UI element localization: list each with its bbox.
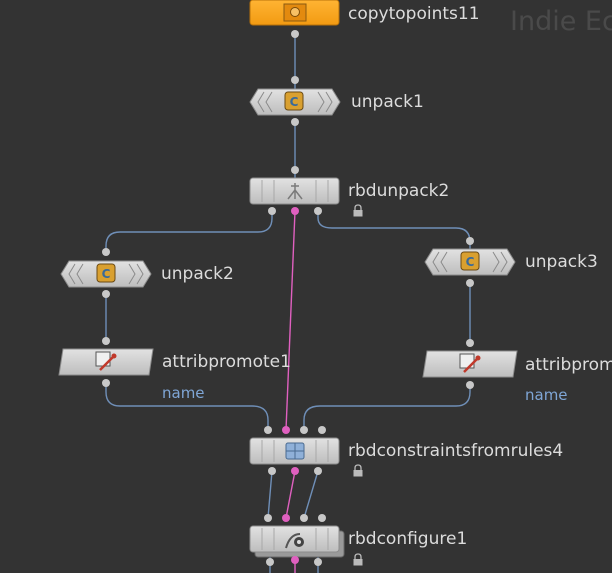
output-connector[interactable]	[314, 467, 322, 475]
node-sublabel-attribpromote1: name	[162, 384, 205, 402]
wire-constraints-configure-c	[303, 470, 319, 519]
wire-rbdunpack2-unpack3	[317, 211, 471, 252]
output-connector[interactable]	[466, 279, 474, 287]
node-unpack1[interactable]: C	[249, 88, 341, 116]
node-label-rbdunpack2: rbdunpack2	[348, 181, 450, 201]
wire-constraints-configure-b	[285, 470, 296, 519]
node-label-attribpromote2: attribpromo	[525, 355, 612, 375]
node-rbdunpack2[interactable]	[249, 177, 340, 205]
output-connector[interactable]	[268, 467, 276, 475]
input-connector[interactable]	[264, 426, 272, 434]
input-connector[interactable]	[291, 166, 299, 174]
input-connector-constraints[interactable]	[282, 426, 290, 434]
node-label-attribpromote1: attribpromote1	[162, 352, 291, 372]
input-connector[interactable]	[466, 339, 474, 347]
input-connector[interactable]	[102, 337, 110, 345]
input-connector[interactable]	[102, 248, 110, 256]
output-connector-constraints[interactable]	[291, 207, 299, 215]
lock-icon[interactable]	[352, 204, 364, 217]
output-connector[interactable]	[291, 30, 299, 38]
output-connector-constraints[interactable]	[291, 467, 299, 475]
node-label-rbdconfigure1: rbdconfigure1	[348, 529, 468, 549]
output-connector[interactable]	[268, 207, 276, 215]
output-connector[interactable]	[102, 290, 110, 298]
node-attribpromote1[interactable]	[58, 348, 154, 376]
rbd-unpack-icon	[287, 183, 303, 200]
node-sublabel-attribpromote2: name	[525, 386, 568, 404]
input-connector[interactable]	[300, 426, 308, 434]
node-label-unpack1: unpack1	[351, 92, 424, 112]
output-connector[interactable]	[314, 207, 322, 215]
svg-text:C: C	[466, 255, 475, 269]
svg-text:C: C	[102, 267, 111, 281]
input-connector[interactable]	[291, 76, 299, 84]
wire-attribpromote1-constraints	[105, 383, 269, 430]
input-connector[interactable]	[300, 514, 308, 522]
node-label-unpack3: unpack3	[525, 252, 598, 272]
rbd-constraints-icon	[285, 442, 305, 460]
output-connector[interactable]	[266, 558, 274, 566]
unpack-icon: C	[96, 263, 116, 283]
wire-rbdunpack2-unpack2	[105, 211, 273, 252]
copy-to-points-icon	[283, 3, 307, 22]
input-connector[interactable]	[264, 514, 272, 522]
node-rbdconstraintsfromrules4[interactable]	[249, 437, 340, 465]
input-connector[interactable]	[318, 426, 326, 434]
svg-text:C: C	[290, 95, 299, 109]
input-connector[interactable]	[318, 514, 326, 522]
node-label-unpack2: unpack2	[161, 264, 234, 284]
output-connector[interactable]	[466, 381, 474, 389]
node-unpack3[interactable]: C	[424, 248, 516, 276]
node-attribpromote2[interactable]	[422, 350, 518, 378]
rbd-configure-icon	[285, 533, 304, 549]
lock-icon[interactable]	[352, 553, 364, 566]
attrib-promote-icon	[95, 351, 117, 371]
output-connector[interactable]	[102, 379, 110, 387]
wire-rbdunpack2-constraints	[285, 210, 296, 431]
license-watermark: Indie Ec	[510, 6, 612, 37]
wire-constraints-configure-a	[267, 470, 273, 519]
node-unpack2[interactable]: C	[60, 260, 152, 288]
input-connector[interactable]	[466, 237, 474, 245]
input-connector-constraints[interactable]	[282, 514, 290, 522]
node-rbdconfigure1[interactable]	[249, 525, 345, 558]
output-connector[interactable]	[291, 118, 299, 126]
unpack-icon: C	[284, 91, 304, 111]
unpack-icon: C	[460, 251, 480, 271]
lock-icon[interactable]	[352, 464, 364, 477]
node-copytopoints11[interactable]	[249, 0, 340, 26]
node-label-rbdconstraintsfromrules4: rbdconstraintsfromrules4	[348, 441, 564, 461]
node-label-copytopoints11: copytopoints11	[348, 4, 480, 24]
output-connector[interactable]	[314, 558, 322, 566]
output-connector-constraints[interactable]	[291, 556, 299, 564]
wire-attribpromote2-constraints	[303, 385, 471, 430]
attrib-promote-icon	[459, 353, 481, 373]
